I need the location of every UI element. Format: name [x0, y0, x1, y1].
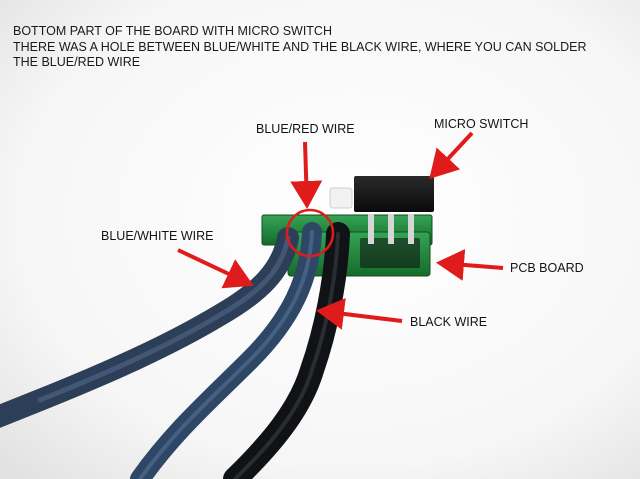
arrow-micro-switch [429, 131, 474, 179]
solder-hole-circle [285, 208, 335, 258]
caption-line-2: THERE WAS A HOLE BETWEEN BLUE/WHITE AND … [13, 39, 587, 54]
caption-line-1: BOTTOM PART OF THE BOARD WITH MICRO SWIT… [13, 24, 332, 38]
label-pcb-board: PCB BOARD [510, 261, 584, 275]
arrow-blue-red-wire [290, 141, 323, 209]
label-micro-switch: MICRO SWITCH [434, 117, 529, 131]
label-black-wire: BLACK WIRE [410, 315, 488, 329]
micro-switch [329, 176, 434, 244]
label-blue-red-wire: BLUE/RED WIRE [256, 122, 355, 136]
caption-line-3: THE BLUE/RED WIRE [13, 55, 141, 69]
label-blue-white-wire: BLUE/WHITE WIRE [101, 229, 214, 243]
arrow-pcb-board [436, 248, 504, 281]
arrow-blue-white-wire [177, 248, 254, 289]
arrow-black-wire [316, 298, 403, 330]
caption: BOTTOM PART OF THE BOARD WITH MICRO SWIT… [13, 24, 628, 71]
